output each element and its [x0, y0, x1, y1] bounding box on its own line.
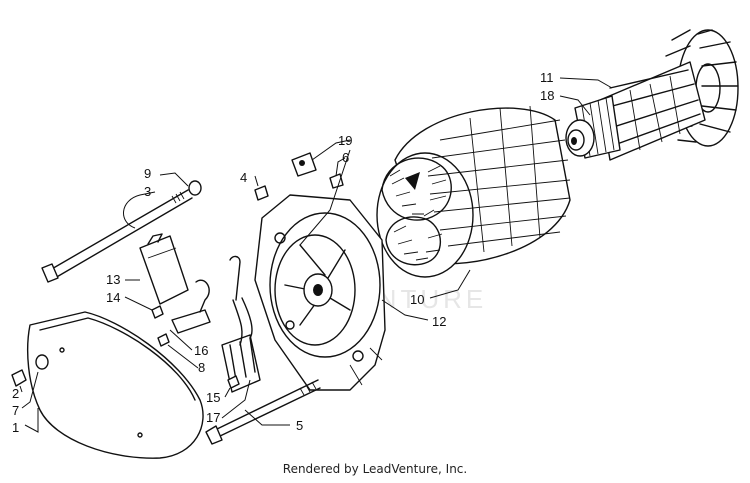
callout-8: 8 — [198, 360, 205, 375]
callout-2: 2 — [12, 386, 19, 401]
stator-windings — [381, 157, 452, 266]
render-credit: Rendered by LeadVenture, Inc. — [282, 462, 468, 476]
callout-11: 11 — [540, 70, 554, 85]
leader-lines — [19, 77, 613, 433]
callout-19: 19 — [338, 133, 352, 148]
callout-13: 13 — [106, 272, 120, 287]
end-bracket[interactable] — [254, 194, 386, 391]
screw-6[interactable] — [329, 173, 344, 189]
screw-4[interactable] — [254, 185, 269, 201]
callout-17: 17 — [206, 410, 220, 425]
brush-holder[interactable] — [221, 255, 261, 393]
lead-wire — [195, 279, 210, 313]
rear-cover[interactable] — [26, 311, 204, 459]
callout-1: 1 — [12, 420, 19, 435]
stator[interactable] — [376, 105, 571, 278]
callout-4: 4 — [240, 170, 247, 185]
callout-5: 5 — [296, 418, 303, 433]
callout-3: 3 — [144, 184, 151, 199]
screw-14[interactable] — [151, 305, 164, 319]
callout-15: 15 — [206, 390, 220, 405]
washer-9[interactable] — [188, 180, 202, 196]
through-bolt-3[interactable] — [41, 189, 193, 283]
callout-12: 12 — [432, 314, 446, 329]
callout-6: 6 — [342, 150, 349, 165]
screw-15[interactable] — [227, 375, 240, 389]
callout-9: 9 — [144, 166, 151, 181]
bracket-16[interactable] — [171, 309, 211, 334]
nut-7[interactable] — [35, 354, 49, 370]
rotor-assembly[interactable] — [565, 29, 739, 161]
screw-2[interactable] — [11, 369, 27, 387]
callout-14: 14 — [106, 290, 120, 305]
callout-labels: 1 2 3 4 5 6 7 8 9 10 11 12 13 14 15 16 1… — [12, 70, 554, 435]
callout-7: 7 — [12, 403, 19, 418]
callout-18: 18 — [540, 88, 554, 103]
screw-8[interactable] — [157, 333, 170, 347]
through-bolt-5[interactable] — [205, 379, 321, 445]
callout-16: 16 — [194, 343, 208, 358]
regulator[interactable] — [139, 233, 189, 305]
callout-10: 10 — [410, 292, 424, 307]
